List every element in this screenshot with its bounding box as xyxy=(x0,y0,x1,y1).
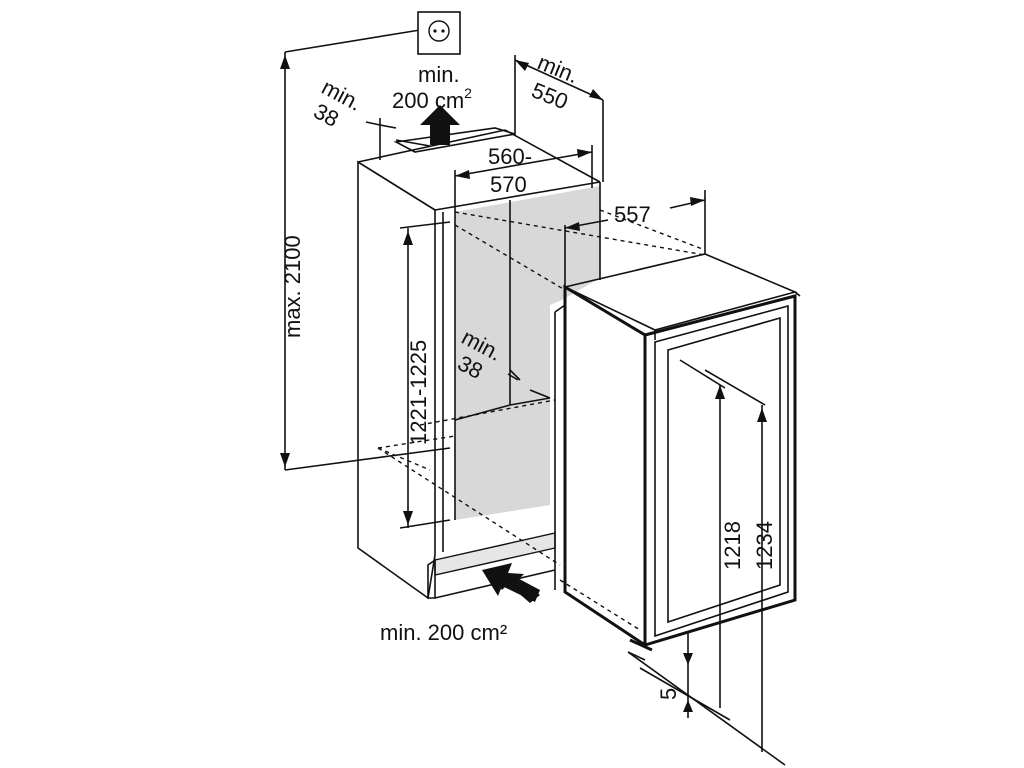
h1234-label: 1234 xyxy=(752,521,777,570)
projection-lines xyxy=(377,209,706,631)
airflow-arrow-in-icon xyxy=(482,563,540,603)
width-label-a: 560- xyxy=(488,144,532,169)
vent-top-value-text: 200 cm xyxy=(392,88,464,113)
appliance xyxy=(554,253,801,661)
gap5-label: 5 xyxy=(656,688,681,700)
power-socket-icon xyxy=(417,11,461,55)
vent-bottom-label: min. 200 cm² xyxy=(380,620,507,645)
vent-top-value: 200 cm2 xyxy=(392,85,472,113)
h1218-label: 1218 xyxy=(720,521,745,570)
vent-top-label: min. xyxy=(418,62,460,87)
airflow-arrow-up-icon xyxy=(420,105,460,145)
cabinet xyxy=(357,127,601,600)
depth557-label: 557 xyxy=(614,202,651,227)
dimension-lines xyxy=(280,29,786,766)
width-label-b: 570 xyxy=(490,172,527,197)
niche-back-panel xyxy=(455,186,600,520)
appliance-left-side xyxy=(563,284,647,648)
niche-height-label: 1221-1225 xyxy=(406,340,431,445)
appliance-door xyxy=(643,294,797,648)
vent-top-sup: 2 xyxy=(464,85,472,101)
max2100-label: max. 2100 xyxy=(280,235,305,338)
